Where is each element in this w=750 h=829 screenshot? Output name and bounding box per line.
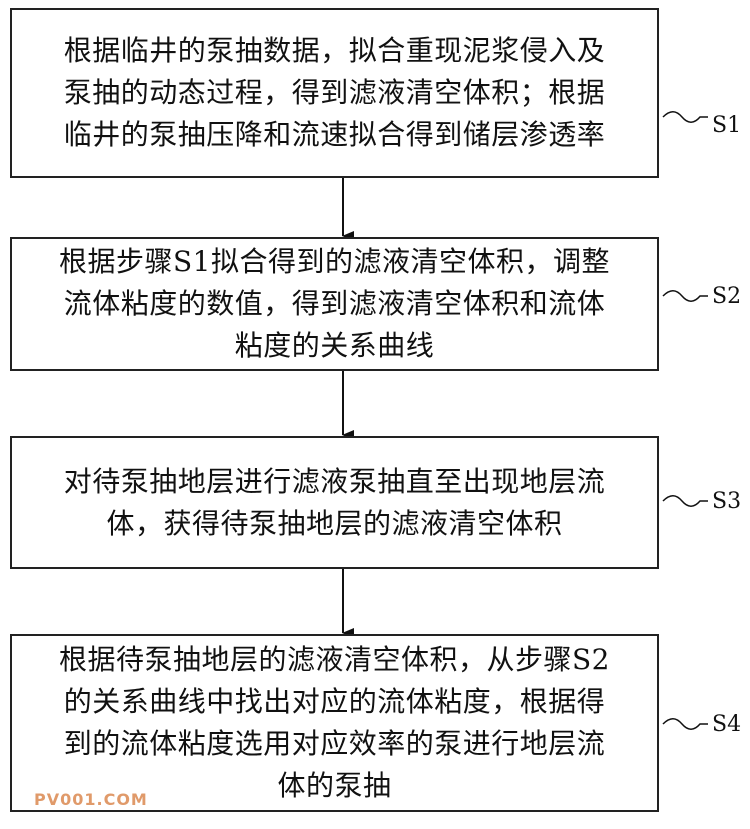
step-label-s2: S2 (712, 284, 742, 309)
step-s4-line: 根据待泵抽地层的滤液清空体积，从步骤S2 (59, 643, 610, 676)
step-s4-line: 到的流体粘度选用对应效率的泵进行地层流 (63, 727, 606, 760)
step-s1-line: 泵抽的动态过程，得到滤液清空体积；根据 (63, 76, 606, 109)
watermark: PV001.COM (34, 790, 148, 809)
step-label-s3: S3 (712, 489, 742, 514)
step-text-s1: 根据临井的泵抽数据，拟合重现泥浆侵入及 泵抽的动态过程，得到滤液清空体积；根据 … (64, 30, 606, 156)
step-s4-line: 体的泵抽 (277, 769, 392, 802)
step-s1-line: 临井的泵抽压降和流速拟合得到储层渗透率 (63, 118, 606, 151)
step-s2-line: 根据步骤S1拟合得到的滤液清空体积，调整 (59, 245, 610, 278)
step-text-s4: 根据待泵抽地层的滤液清空体积，从步骤S2 的关系曲线中找出对应的流体粘度，根据得… (59, 639, 610, 807)
step-text-s3: 对待泵抽地层进行滤液泵抽直至出现地层流 体，获得待泵抽地层的滤液清空体积 (64, 461, 606, 545)
step-box-s4: 根据待泵抽地层的滤液清空体积，从步骤S2 的关系曲线中找出对应的流体粘度，根据得… (10, 634, 659, 812)
step-label-s1: S1 (712, 113, 742, 138)
step-s3-line: 对待泵抽地层进行滤液泵抽直至出现地层流 (63, 464, 606, 498)
step-text-s2: 根据步骤S1拟合得到的滤液清空体积，调整 流体粘度的数值，得到滤液清空体积和流体… (59, 241, 610, 367)
step-box-s2: 根据步骤S1拟合得到的滤液清空体积，调整 流体粘度的数值，得到滤液清空体积和流体… (10, 237, 659, 371)
leader-s4 (662, 718, 708, 730)
step-s2-line: 流体粘度的数值，得到滤液清空体积和流体 (63, 287, 606, 320)
step-s4-line: 的关系曲线中找出对应的流体粘度，根据得 (63, 685, 606, 718)
step-label-s4: S4 (712, 712, 742, 737)
step-s3-line: 体，获得待泵抽地层的滤液清空体积 (106, 506, 563, 540)
step-box-s1: 根据临井的泵抽数据，拟合重现泥浆侵入及 泵抽的动态过程，得到滤液清空体积；根据 … (10, 8, 659, 178)
leader-s2 (662, 290, 708, 302)
step-box-s3: 对待泵抽地层进行滤液泵抽直至出现地层流 体，获得待泵抽地层的滤液清空体积 (10, 436, 659, 569)
step-s1-line: 根据临井的泵抽数据，拟合重现泥浆侵入及 (63, 34, 606, 67)
step-s2-line: 粘度的关系曲线 (234, 329, 435, 362)
leader-s3 (662, 495, 708, 507)
leader-s1 (662, 111, 708, 123)
